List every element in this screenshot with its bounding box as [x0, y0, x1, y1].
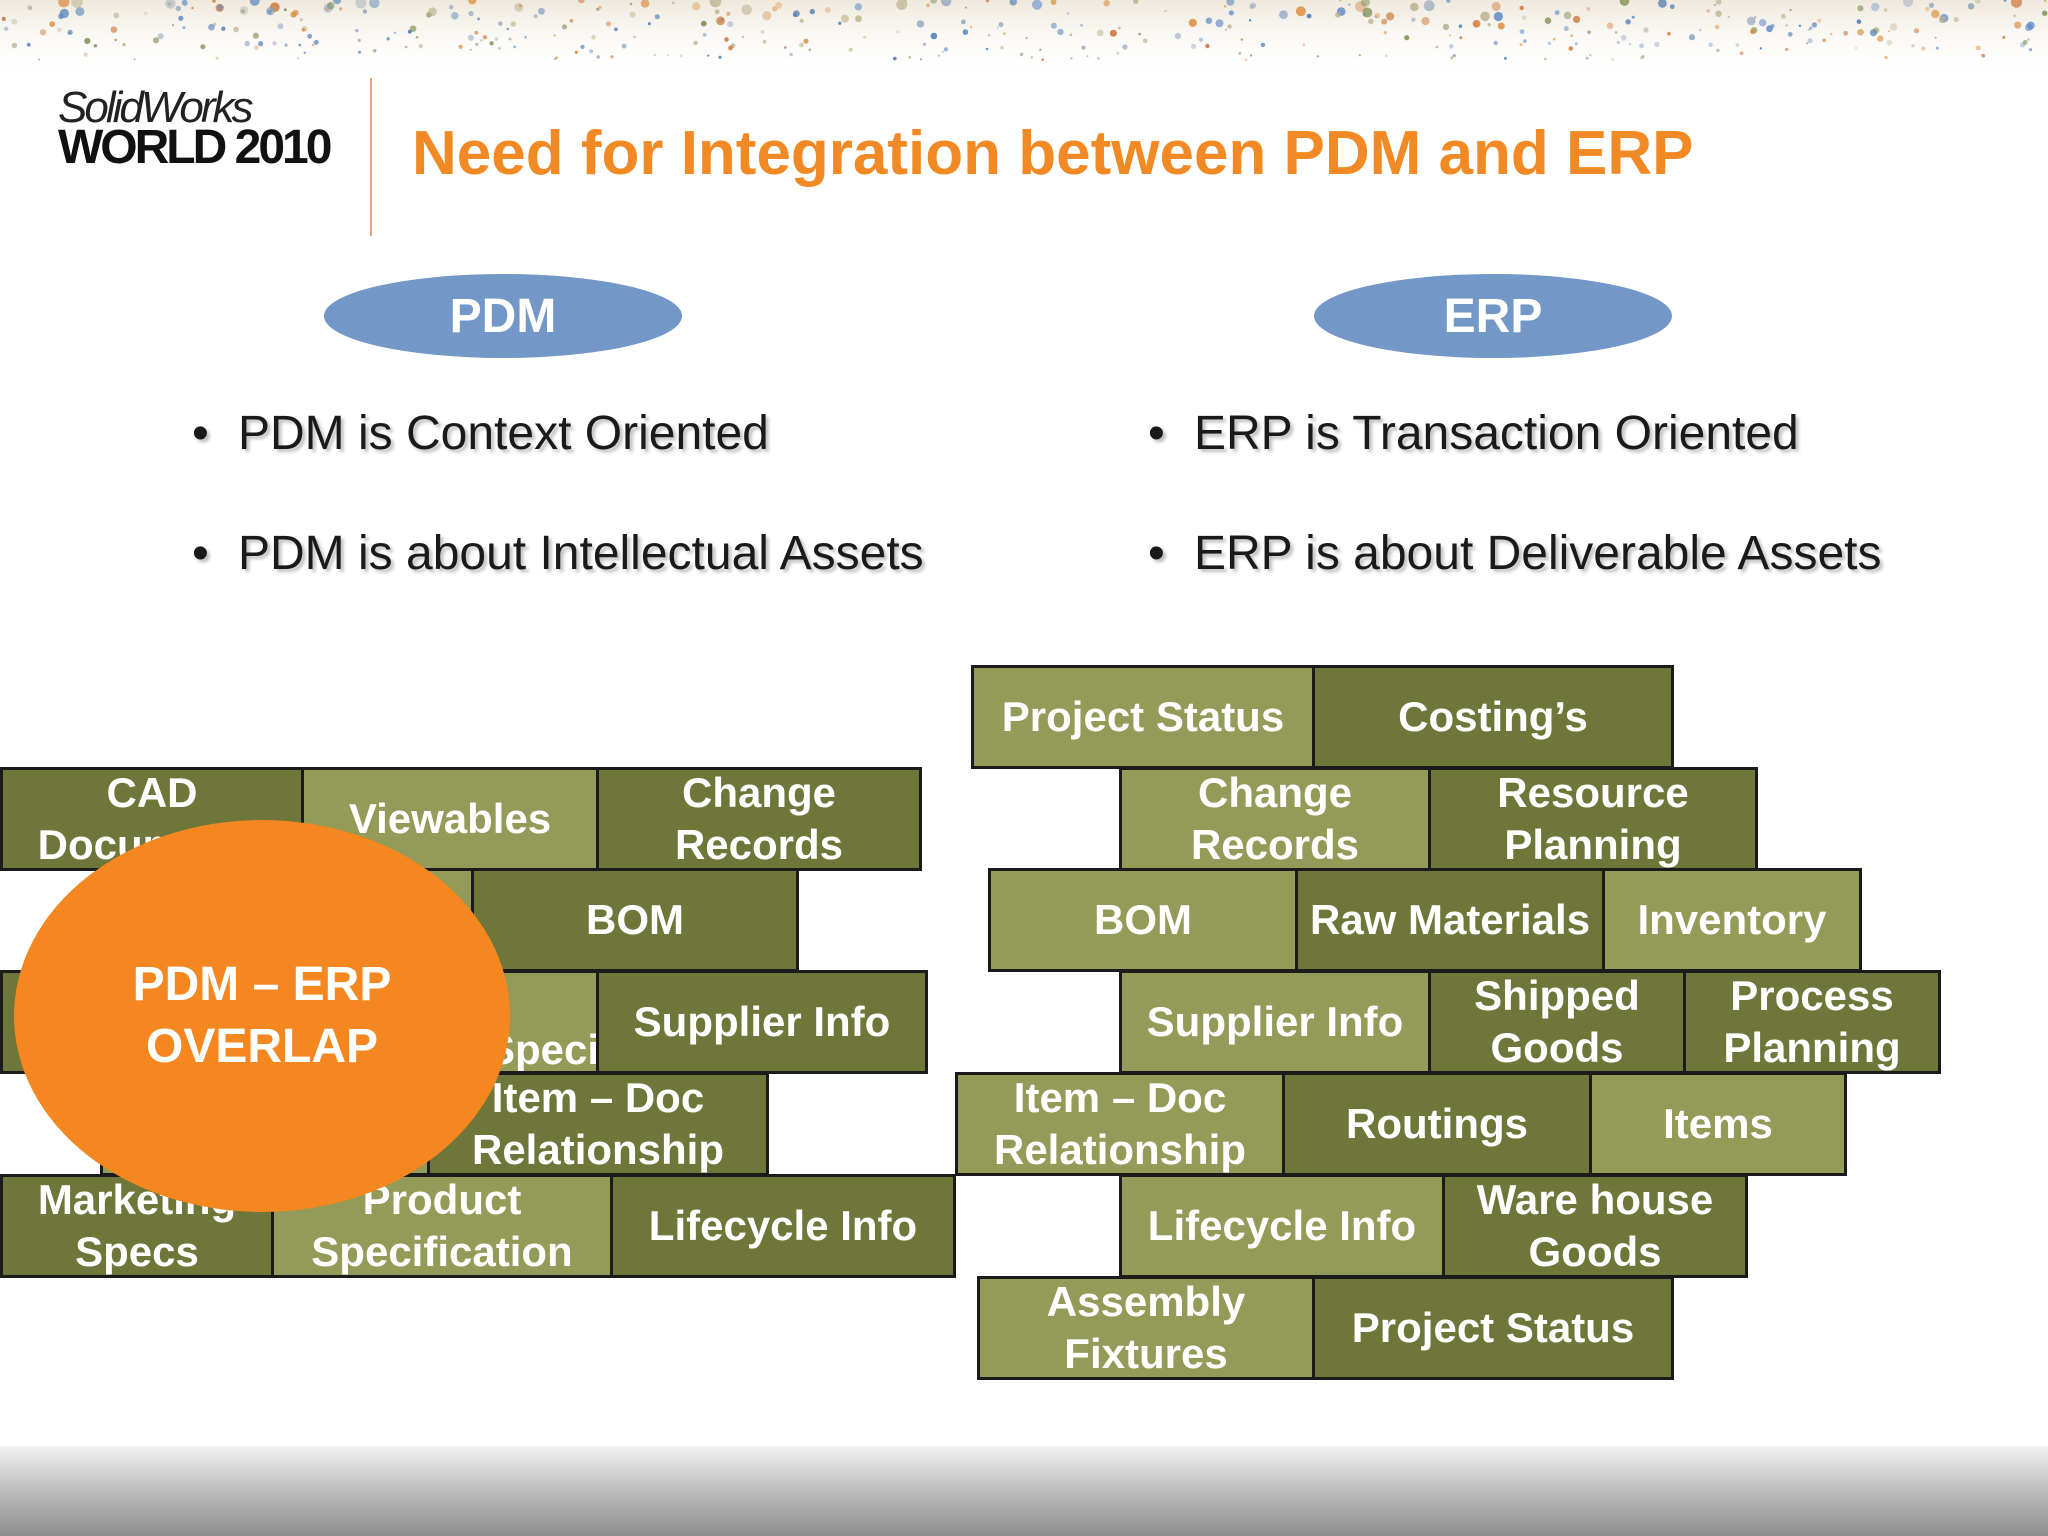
erp-brick: Inventory	[1602, 868, 1862, 972]
erp-oval: ERP	[1314, 274, 1672, 358]
erp-brick: Resource Planning	[1428, 767, 1758, 871]
erp-brick: Project Status	[971, 665, 1315, 769]
pdm-brick: BOM	[471, 868, 799, 972]
pdm-bullets: PDM is Context Oriented PDM is about Int…	[192, 404, 924, 644]
pdm-brick: Supplier Info	[596, 970, 928, 1074]
erp-brick: Items	[1589, 1072, 1847, 1176]
erp-brick: Costing’s	[1312, 665, 1674, 769]
pdm-brick: Product Specification	[271, 1174, 613, 1278]
erp-brick: Project Status	[1312, 1276, 1674, 1380]
solidworks-world-logo: SolidWorks WORLD 2010	[58, 83, 332, 174]
pdm-brick: Change Records	[596, 767, 922, 871]
erp-brick: Shipped Goods	[1428, 970, 1686, 1074]
pdm-oval: PDM	[324, 274, 682, 358]
pdm-bullet: PDM is Context Oriented	[192, 404, 924, 524]
erp-brick: Process Planning	[1683, 970, 1941, 1074]
slide-title: Need for Integration between PDM and ERP	[412, 119, 1694, 188]
pdm-erp-overlap-circle: PDM – ERP OVERLAP	[14, 820, 510, 1212]
pdm-bullet: PDM is about Intellectual Assets	[192, 524, 924, 644]
erp-brick: Ware house Goods	[1442, 1174, 1748, 1278]
pdm-brick: Lifecycle Info	[610, 1174, 956, 1278]
erp-brick: Supplier Info	[1119, 970, 1431, 1074]
erp-bullet: ERP is about Deliverable Assets	[1148, 524, 1881, 644]
erp-brick: Assembly Fixtures	[977, 1276, 1315, 1380]
erp-bullets: ERP is Transaction Oriented ERP is about…	[1148, 404, 1881, 644]
erp-brick: Item – Doc Relationship	[955, 1072, 1285, 1176]
erp-brick: Routings	[1282, 1072, 1592, 1176]
erp-brick: Lifecycle Info	[1119, 1174, 1445, 1278]
erp-brick: BOM	[988, 868, 1298, 972]
erp-brick: Change Records	[1119, 767, 1431, 871]
erp-bullet: ERP is Transaction Oriented	[1148, 404, 1881, 524]
footer-bar	[0, 1446, 2048, 1536]
title-divider	[370, 78, 372, 236]
erp-brick: Raw Materials	[1295, 868, 1605, 972]
splatter-banner	[0, 0, 2048, 80]
